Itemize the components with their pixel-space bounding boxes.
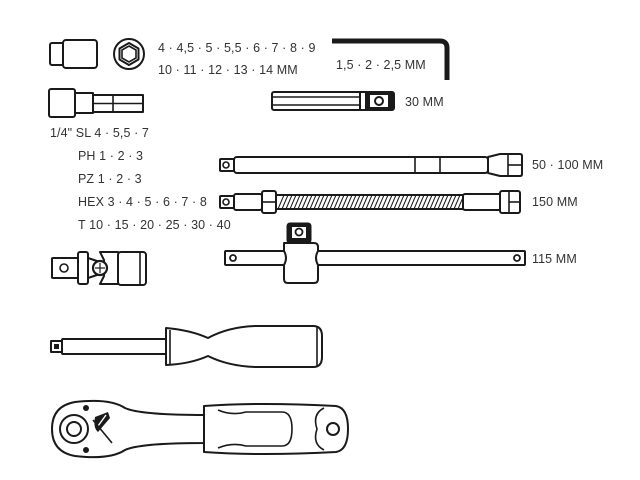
bit-adapter-icon [271, 91, 395, 111]
flexible-extension-label: 150 MM [532, 195, 578, 209]
sockets-label-line2: 10 · 11 · 12 · 13 · 14 MM [158, 63, 298, 77]
bits-label-pz: PZ 1 · 2 · 3 [78, 172, 142, 186]
sockets-label-line1: 4 · 4,5 · 5 · 5,5 · 6 · 7 · 8 · 9 [158, 41, 316, 55]
hex-key-icon [332, 38, 450, 80]
socket-icon [49, 39, 98, 69]
bits-label-hex: HEX 3 · 4 · 5 · 6 · 7 · 8 [78, 195, 207, 209]
bits-label-sl: 1/4" SL 4 · 5,5 · 7 [50, 126, 149, 140]
bits-label-ph: PH 1 · 2 · 3 [78, 149, 144, 163]
universal-joint-icon [51, 251, 147, 286]
extension-bars-label: 50 · 100 MM [532, 158, 604, 172]
bits-label-torx: T 10 · 15 · 20 · 25 · 30 · 40 [78, 218, 231, 232]
spinner-handle-icon [50, 325, 323, 368]
flexible-extension-icon [219, 190, 521, 214]
t-bar-label: 115 MM [532, 252, 577, 266]
sliding-t-bar-icon [224, 222, 526, 284]
extension-bar-icon [219, 153, 523, 177]
hex-keys-label: 1,5 · 2 · 2,5 MM [336, 58, 426, 72]
bit-icon [48, 88, 144, 118]
socket-hex-icon [113, 38, 145, 70]
bit-adapter-label: 30 MM [405, 95, 444, 109]
ratchet-icon [51, 399, 349, 459]
